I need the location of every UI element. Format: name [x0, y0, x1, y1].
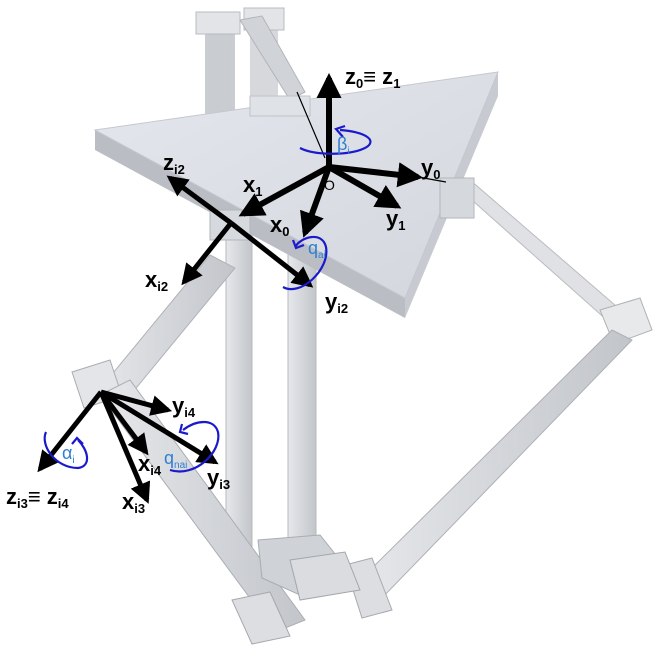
yi4-axis-arrow: [100, 389, 173, 416]
y0-axis-extension: [417, 176, 447, 183]
y1-axis-arrow: [327, 164, 402, 209]
zi3-axis-arrow: [37, 390, 103, 473]
label-xi3: xi3: [122, 489, 145, 516]
center-vertical-links: [225, 234, 317, 556]
axis-labels: z0≡ z1 y0 y1 x1 x0 O zi2 xi2 yi2 yi4 xi4…: [6, 64, 440, 516]
label-y1: y1: [386, 206, 405, 233]
moving-platform: [257, 534, 361, 601]
alpha-rotation-icon: [43, 431, 89, 470]
label-qa: qai: [308, 238, 326, 261]
label-origin: O: [324, 177, 335, 193]
label-y0: y0: [421, 155, 440, 182]
label-yi4: yi4: [172, 393, 196, 420]
label-x1: x1: [243, 172, 262, 199]
x0-axis-arrow: [300, 165, 332, 238]
label-beta: βi: [337, 134, 350, 157]
beta-rotation-icon: [299, 124, 372, 155]
qna-rotation-icon: [169, 420, 220, 473]
zi2-axis-arrow: [166, 175, 233, 226]
label-zi2: zi2: [163, 150, 185, 177]
label-zi3-zi4: zi3≡ zi4: [6, 484, 69, 511]
yi2-axis-arrow: [229, 221, 314, 288]
y0-axis-arrow: [328, 162, 424, 188]
left-forearm: [99, 379, 306, 645]
label-z0-z1: z0≡ z1: [345, 64, 400, 91]
elbow-frame-axes: [37, 389, 219, 504]
label-yi3: yi3: [207, 465, 230, 492]
label-xi4: xi4: [138, 451, 162, 478]
xi2-axis-arrow: [181, 221, 233, 286]
label-yi2: yi2: [325, 289, 348, 316]
upper-back-links: [195, 7, 306, 140]
base-frame-axes: [238, 72, 447, 238]
qa-rotation-icon: [282, 236, 328, 291]
xi4-axis-arrow: [99, 390, 149, 456]
right-upper-arm: [454, 179, 653, 345]
label-x0: x0: [270, 212, 289, 239]
label-xi2: xi2: [145, 267, 168, 294]
right-lower-forearm: [344, 329, 633, 619]
rotation-labels: βi qai αi qnai: [62, 134, 350, 471]
label-alpha: αi: [62, 443, 75, 466]
label-qna: qnai: [164, 448, 187, 471]
yi3-axis-arrow: [99, 389, 219, 465]
shoulder-frame-axes: [166, 175, 314, 288]
x1-axis-arrow: [238, 164, 331, 217]
xi3-axis-arrow: [98, 391, 151, 504]
